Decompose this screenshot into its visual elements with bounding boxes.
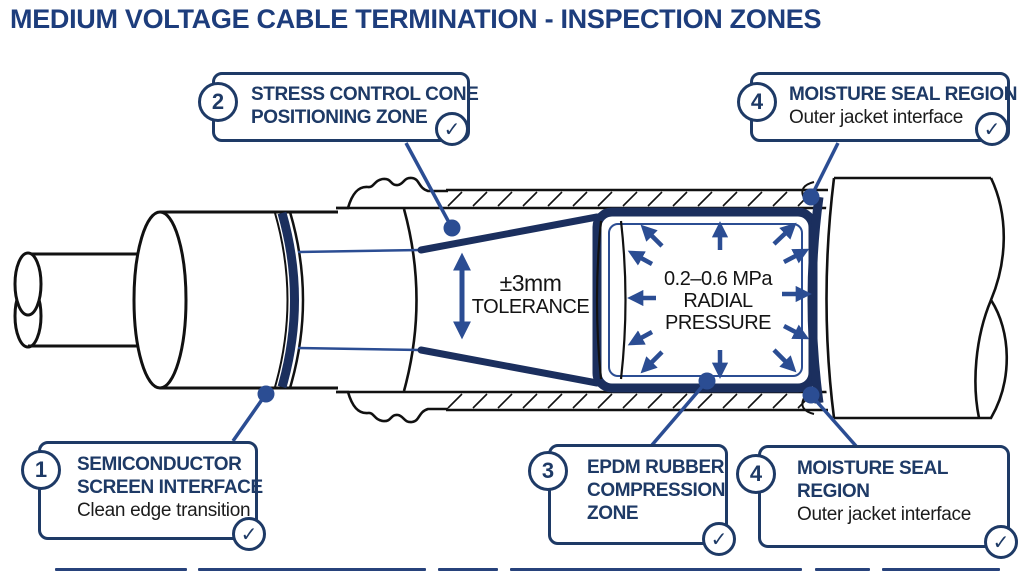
pressure-caption-1: RADIAL [683,290,753,312]
callout-stress-cone-zone: 2 STRESS CONTROL CONE POSITIONING ZONE ✓ [198,72,479,146]
leader-moisture-bottom [809,393,858,448]
callout-title-line: STRESS CONTROL CONE [251,84,479,105]
leader-stress-cone [404,142,454,229]
callout-subtitle: Outer jacket interface [789,107,963,128]
callout-subtitle: Outer jacket interface [797,504,971,525]
check-icon: ✓ [232,517,266,551]
callout-title-line: POSITIONING ZONE [251,107,428,128]
callout-moisture-seal-bottom: 4 MOISTURE SEAL REGION Outer jacket inte… [736,445,1018,559]
tolerance-caption: TOLERANCE [471,296,590,318]
zone-number-badge: 2 [198,82,238,122]
leader-epdm [650,379,709,447]
callout-title-line: COMPRESSION [587,480,726,501]
radial-pressure-label: 0.2–0.6 MPa RADIAL PRESSURE [645,268,791,334]
anchor-dots [257,188,820,404]
zone-number: 2 [211,89,225,114]
callout-title-line: EPDM RUBBER [587,457,725,478]
callout-title-line: SCREEN INTERFACE [77,477,263,498]
callout-title-line: REGION [797,481,870,502]
check-icon: ✓ [984,525,1018,559]
callout-moisture-seal-top: 4 MOISTURE SEAL REGION Outer jacket inte… [737,72,1018,146]
stress-control-cone [417,213,601,387]
zone-number-badge: 4 [736,454,776,494]
callout-title-line: MOISTURE SEAL REGION [789,84,1018,105]
leader-moisture-top [809,142,840,198]
cable-insulation [132,210,340,390]
callout-title-line: SEMICONDUCTOR [77,454,242,475]
jacket-hatching [447,191,813,409]
tolerance-value: ±3mm [499,270,562,296]
pressure-caption-2: PRESSURE [664,312,772,334]
zone-number: 4 [750,89,764,114]
leader-semiconductor [231,392,268,443]
pressure-value: 0.2–0.6 MPa [664,268,772,290]
callout-epdm-compression: 3 EPDM RUBBER COMPRESSION ZONE ✓ [528,444,736,556]
moisture-seal-band [807,196,824,404]
radial-pressure-arrows [627,221,812,379]
check-icon: ✓ [702,522,736,556]
page-title: MEDIUM VOLTAGE CABLE TERMINATION - INSPE… [10,4,822,34]
zone-number: 4 [749,461,763,486]
zone-number-badge: 1 [21,450,61,490]
zone-number: 3 [541,458,555,483]
check-icon: ✓ [435,112,469,146]
tolerance-label: ±3mm TOLERANCE [468,270,593,318]
zone-number-badge: 3 [528,451,568,491]
callout-semiconductor-screen: 1 SEMICONDUCTOR SCREEN INTERFACE Clean e… [21,441,266,551]
callout-title-line: MOISTURE SEAL [797,458,949,479]
semiconductor-screen-band [274,211,305,389]
zone-number-badge: 4 [737,82,777,122]
callout-subtitle: Clean edge transition [77,500,251,521]
zone-number: 1 [34,457,48,482]
callout-title-line: ZONE [587,503,639,524]
outer-jacket [801,176,1009,420]
leader-lines [231,142,858,448]
check-icon: ✓ [975,112,1009,146]
